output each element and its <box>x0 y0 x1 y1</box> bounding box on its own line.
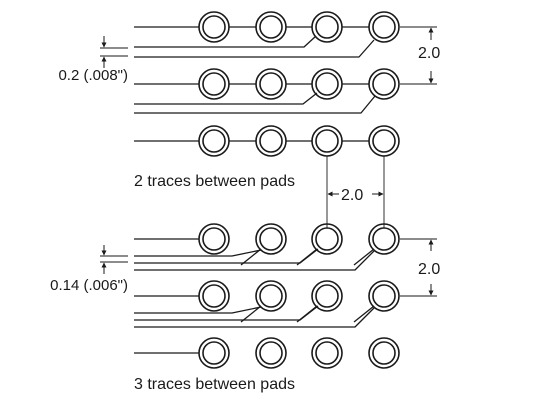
pad-inner-ring <box>259 129 283 153</box>
pad-outer-ring <box>255 280 287 312</box>
pad-inner-ring <box>259 227 283 251</box>
pad-inner-ring <box>315 129 339 153</box>
pad-inner-ring <box>315 72 339 96</box>
pad-inner-ring <box>202 15 226 39</box>
pad-inner-ring <box>372 284 396 308</box>
trace <box>134 306 262 314</box>
upper-traces <box>134 26 376 142</box>
lower-section: 3 traces between pads 0.14 (.006") 2.0 <box>50 223 440 393</box>
pad-exit <box>240 305 262 323</box>
pad-inner-ring <box>372 227 396 251</box>
trace <box>134 250 375 271</box>
pad-inner-ring <box>259 15 283 39</box>
pad-inner-ring <box>315 15 339 39</box>
pad-inner-ring <box>202 284 226 308</box>
pad-exit <box>353 248 375 266</box>
pad-outer-ring <box>368 280 400 312</box>
trace <box>134 39 375 58</box>
pad-exit <box>240 248 262 266</box>
pad-inner-ring <box>372 15 396 39</box>
lower-dimensions <box>100 238 437 297</box>
lower-pad-grid <box>198 223 400 369</box>
lower-vertical-pitch-label: 2.0 <box>418 261 440 278</box>
trace <box>134 305 319 321</box>
pad-outer-ring <box>311 223 343 255</box>
upper-horizontal-pitch-label: 2.0 <box>341 187 363 204</box>
pad-inner-ring <box>259 284 283 308</box>
pad-inner-ring <box>315 341 339 365</box>
pad-outer-ring <box>368 223 400 255</box>
pad-inner-ring <box>202 341 226 365</box>
pad-outer-ring <box>368 337 400 369</box>
pad-inner-ring <box>315 227 339 251</box>
trace <box>134 248 319 264</box>
upper-caption: 2 traces between pads <box>134 173 295 190</box>
pad-outer-ring <box>255 337 287 369</box>
trace <box>134 92 318 105</box>
pad-outer-ring <box>311 337 343 369</box>
pad-inner-ring <box>202 227 226 251</box>
upper-section: 2 traces between pads 0.2 (.008") 2.0 2.… <box>58 11 440 228</box>
pad-inner-ring <box>259 72 283 96</box>
trace <box>134 249 262 257</box>
trace <box>134 307 375 328</box>
pad-inner-ring <box>259 341 283 365</box>
pad-inner-ring <box>372 341 396 365</box>
pad-inner-ring <box>202 72 226 96</box>
upper-dimensions <box>100 26 437 228</box>
pad-inner-ring <box>372 72 396 96</box>
lower-caption: 3 traces between pads <box>134 376 295 393</box>
trace <box>134 35 317 48</box>
pad-exit <box>353 305 375 323</box>
pad-inner-ring <box>202 129 226 153</box>
lower-trace-width-label: 0.14 (.006") <box>50 277 128 294</box>
pad-outer-ring <box>255 223 287 255</box>
pad-outer-ring <box>311 280 343 312</box>
upper-vertical-pitch-label: 2.0 <box>418 45 440 62</box>
lower-traces <box>134 238 375 354</box>
upper-trace-width-label: 0.2 (.008") <box>58 67 128 84</box>
pad-inner-ring <box>372 129 396 153</box>
trace <box>134 95 376 114</box>
pad-inner-ring <box>315 284 339 308</box>
